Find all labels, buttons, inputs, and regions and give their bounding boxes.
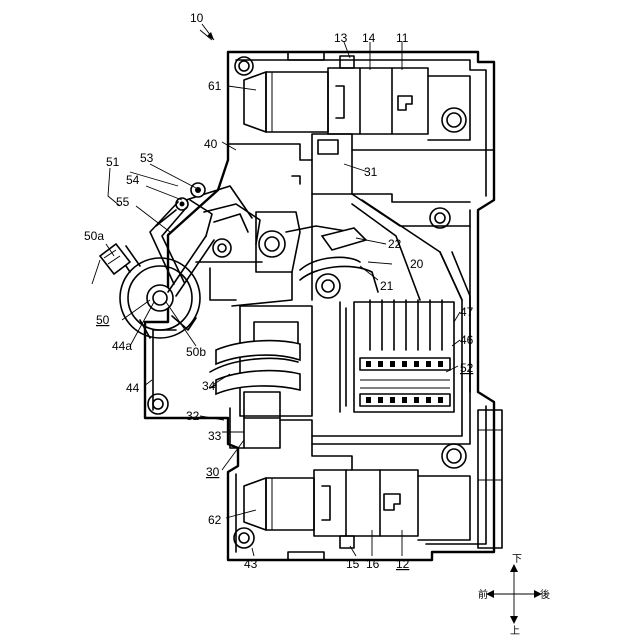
label-12: 12 bbox=[396, 557, 410, 571]
label-54: 54 bbox=[126, 173, 140, 187]
label-10: 10 bbox=[190, 11, 204, 25]
dir-down: 下 bbox=[512, 554, 522, 565]
label-50: 50 bbox=[96, 313, 110, 327]
label-47: 47 bbox=[460, 305, 474, 319]
handle-50 bbox=[100, 244, 200, 338]
bottom-terminal bbox=[244, 470, 470, 548]
label-40: 40 bbox=[204, 137, 218, 151]
label-51: 51 bbox=[106, 155, 120, 169]
label-44a: 44a bbox=[112, 339, 132, 353]
label-34: 34 bbox=[202, 379, 216, 393]
arc-chute-52 bbox=[340, 300, 454, 412]
screw-left-bottom bbox=[148, 394, 168, 414]
main-ref-arrow bbox=[202, 24, 214, 40]
dir-up: 上 bbox=[510, 625, 520, 637]
label-50a: 50a bbox=[84, 229, 104, 243]
dir-front: 前 bbox=[478, 588, 488, 601]
label-14: 14 bbox=[362, 31, 376, 45]
direction-indicator: 下 後 前 上 bbox=[478, 554, 550, 637]
label-16: 16 bbox=[366, 557, 380, 571]
label-20: 20 bbox=[410, 257, 424, 271]
label-33: 33 bbox=[208, 429, 222, 443]
label-53: 53 bbox=[140, 151, 154, 165]
moving-contact-20 bbox=[210, 212, 378, 306]
label-61: 61 bbox=[208, 79, 222, 93]
screw-top-right bbox=[442, 108, 466, 132]
labels: 10 13 14 11 61 40 31 51 53 54 55 50a 22 … bbox=[84, 11, 474, 571]
label-13: 13 bbox=[334, 31, 348, 45]
label-52: 52 bbox=[460, 361, 474, 375]
label-31: 31 bbox=[364, 165, 378, 179]
label-30: 30 bbox=[206, 465, 220, 479]
frame-40 bbox=[186, 144, 312, 218]
label-32: 32 bbox=[186, 409, 200, 423]
top-terminal bbox=[244, 56, 470, 140]
screw-bottom-left bbox=[234, 528, 254, 548]
screw-mid bbox=[316, 274, 340, 298]
label-44: 44 bbox=[126, 381, 140, 395]
label-22: 22 bbox=[388, 237, 402, 251]
screw-mid-right bbox=[430, 208, 450, 228]
label-15: 15 bbox=[346, 557, 360, 571]
label-46: 46 bbox=[460, 333, 474, 347]
screw-bottom-right bbox=[442, 444, 466, 468]
label-21: 21 bbox=[380, 279, 394, 293]
label-11: 11 bbox=[396, 31, 409, 45]
label-43: 43 bbox=[244, 557, 258, 571]
dir-back: 後 bbox=[540, 588, 550, 601]
label-50b: 50b bbox=[186, 345, 206, 359]
label-55: 55 bbox=[116, 195, 130, 209]
label-62: 62 bbox=[208, 513, 222, 527]
fixed-contact-31 bbox=[312, 134, 494, 300]
